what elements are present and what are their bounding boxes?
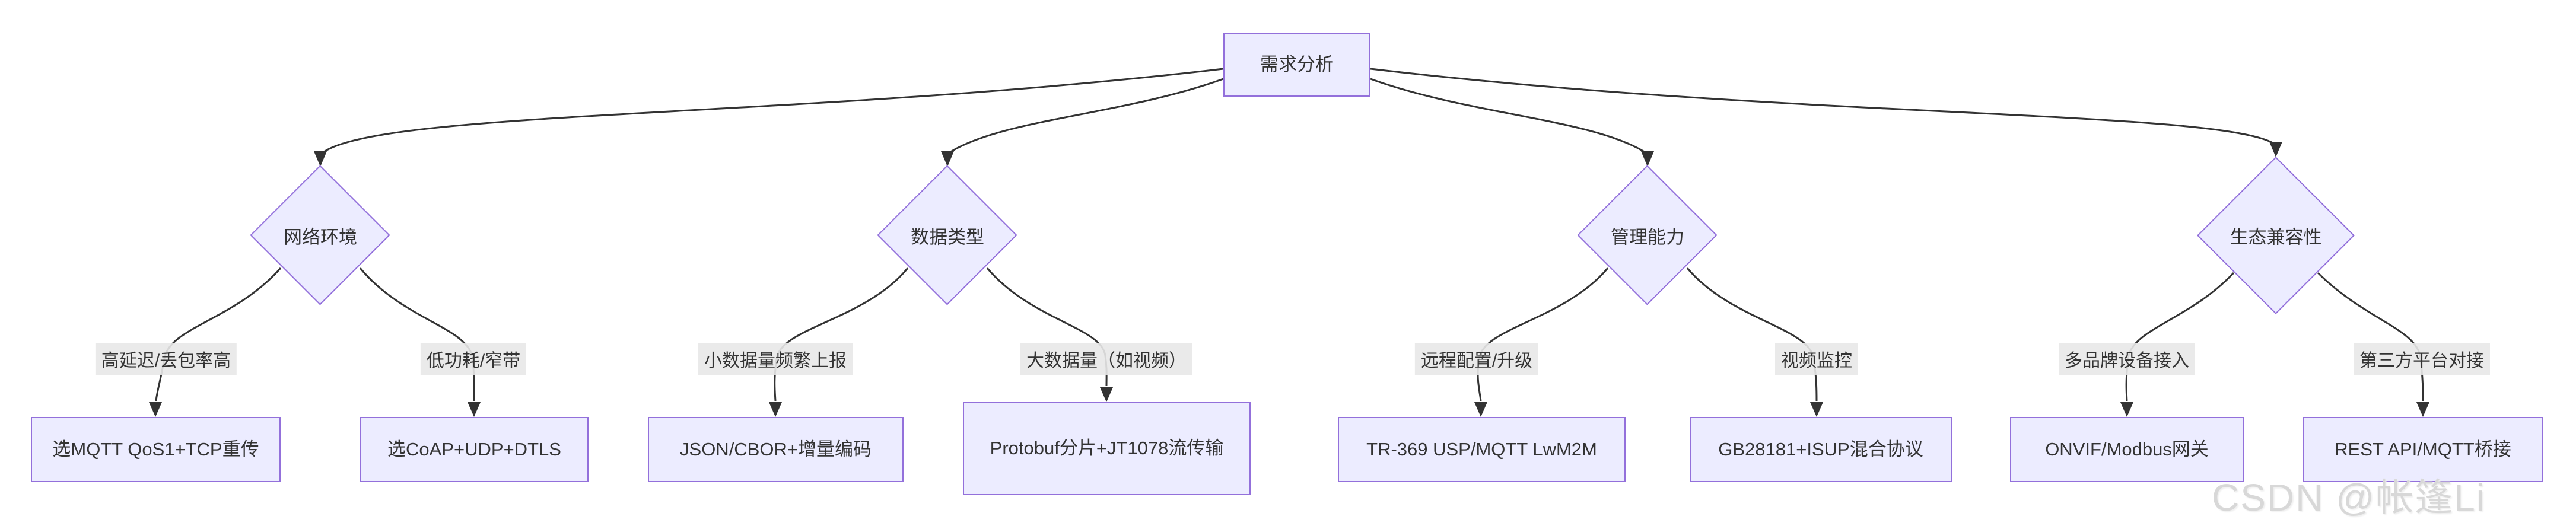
edge-condition-label: 高延迟/丢包率高 bbox=[95, 343, 237, 375]
edge-condition-label: 低功耗/窄带 bbox=[420, 343, 527, 375]
result-node-label: GB28181+ISUP混合协议 bbox=[1718, 438, 1923, 460]
decision-label-ecosystem-compatibility: 生态兼容性 bbox=[2230, 227, 2322, 248]
edge-ecosystem-case2 bbox=[2317, 272, 2424, 401]
result-node-label: JSON/CBOR+增量编码 bbox=[680, 438, 872, 460]
arrowhead bbox=[1474, 402, 1487, 417]
edge-root-to-network bbox=[322, 68, 1224, 154]
result-node-label: 选MQTT QoS1+TCP重传 bbox=[52, 438, 259, 460]
result-node: Protobuf分片+JT1078流传输 bbox=[963, 402, 1251, 495]
edge-condition-label: 远程配置/升级 bbox=[1414, 343, 1539, 375]
edge-condition-label: 视频监控 bbox=[1775, 343, 1858, 375]
edge-management-case1 bbox=[1477, 267, 1609, 401]
arrowhead bbox=[1641, 151, 1654, 167]
arrowhead bbox=[941, 151, 954, 167]
result-node-label: TR-369 USP/MQTT LwM2M bbox=[1366, 438, 1597, 460]
watermark: CSDN @帐篷Li bbox=[2212, 476, 2486, 519]
result-node: 选MQTT QoS1+TCP重传 bbox=[31, 417, 281, 482]
arrowhead bbox=[2120, 402, 2133, 417]
decision-label-data-type: 数据类型 bbox=[911, 227, 984, 248]
result-node: ONVIF/Modbus网关 bbox=[2010, 417, 2244, 482]
result-node: 选CoAP+UDP+DTLS bbox=[360, 417, 589, 482]
decision-label-network-environment: 网络环境 bbox=[284, 227, 357, 248]
result-node: GB28181+ISUP混合协议 bbox=[1690, 417, 1952, 482]
edge-management-case2 bbox=[1686, 267, 1818, 401]
root-node-label: 需求分析 bbox=[1260, 53, 1334, 75]
result-node-label: REST API/MQTT桥接 bbox=[2335, 438, 2511, 460]
arrowhead bbox=[468, 402, 481, 417]
edge-network-case1 bbox=[155, 267, 282, 401]
edge-ecosystem-case1 bbox=[2125, 272, 2235, 401]
edge-condition-label: 小数据量频繁上报 bbox=[698, 343, 853, 375]
result-node: JSON/CBOR+增量编码 bbox=[648, 417, 904, 482]
edge-condition-label: 大数据量（如视频） bbox=[1020, 343, 1192, 375]
edge-root-to-ecosystem bbox=[1370, 68, 2275, 145]
arrowhead bbox=[2269, 142, 2282, 157]
edge-root-to-management bbox=[1370, 78, 1647, 154]
arrowhead bbox=[149, 402, 162, 417]
edge-condition-label: 多品牌设备接入 bbox=[2059, 343, 2195, 375]
arrowhead bbox=[2416, 402, 2429, 417]
edge-condition-label: 第三方平台对接 bbox=[2354, 343, 2490, 375]
result-node-label: 选CoAP+UDP+DTLS bbox=[387, 438, 561, 460]
root-node: 需求分析 bbox=[1223, 33, 1370, 97]
result-node: TR-369 USP/MQTT LwM2M bbox=[1338, 417, 1626, 482]
decision-label-management-capability: 管理能力 bbox=[1611, 227, 1684, 248]
edge-datatype-case1 bbox=[774, 267, 909, 401]
arrowhead bbox=[769, 402, 782, 417]
arrowhead bbox=[314, 151, 327, 167]
result-node: REST API/MQTT桥接 bbox=[2303, 417, 2543, 482]
result-node-label: ONVIF/Modbus网关 bbox=[2045, 438, 2209, 460]
arrowhead bbox=[1810, 402, 1823, 417]
arrowhead bbox=[1100, 387, 1113, 402]
edge-network-case2 bbox=[359, 267, 475, 401]
edge-root-to-datatype bbox=[948, 78, 1224, 154]
result-node-label: Protobuf分片+JT1078流传输 bbox=[990, 438, 1224, 459]
